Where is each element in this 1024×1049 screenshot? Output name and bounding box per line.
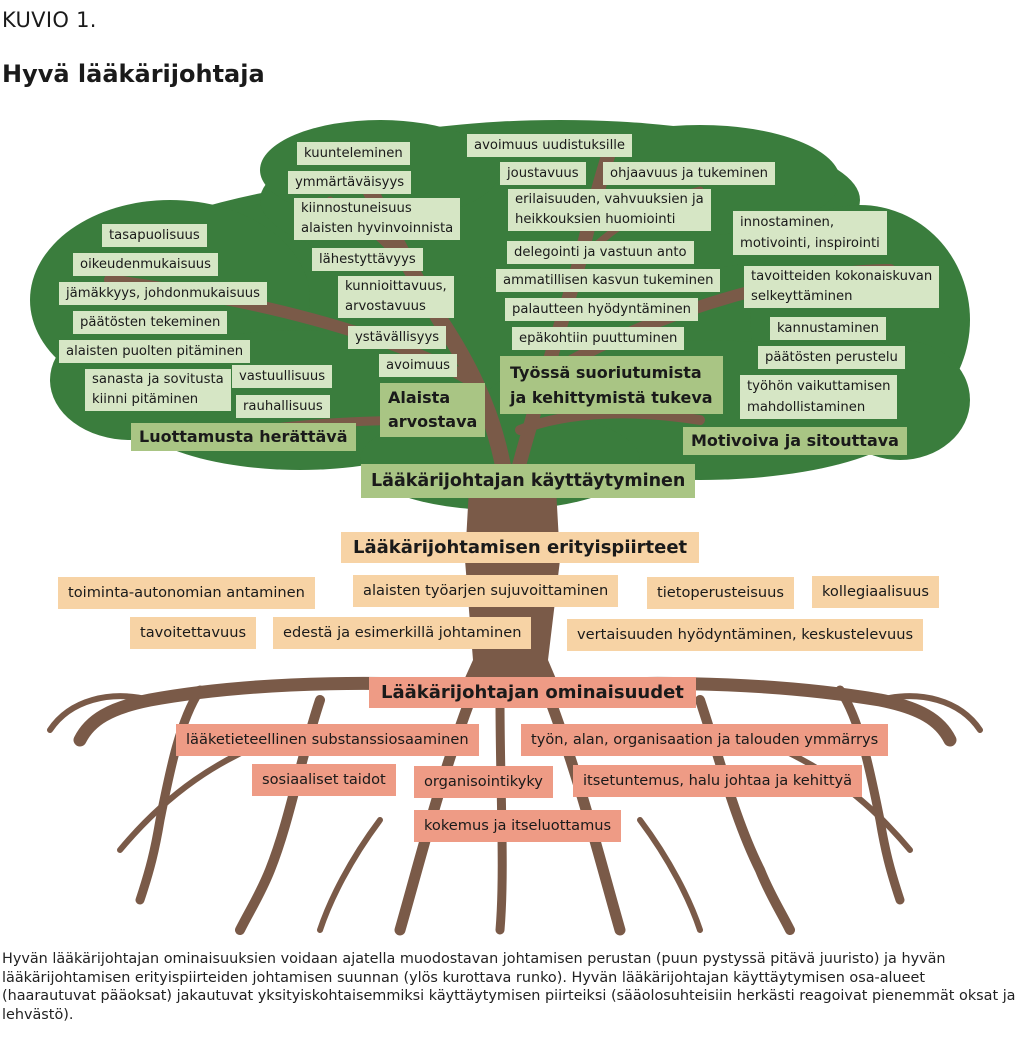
leaf-kunnioittavuus: kunnioittavuus, arvostavuus [338, 276, 454, 318]
leaf-erilaisuuden: erilaisuuden, vahvuuksien ja heikkouksie… [508, 189, 711, 231]
leaf-kiinnostuneisuus: kiinnostuneisuus alaisten hyvinvoinnista [294, 198, 461, 240]
leaf-erilaisuuden-line1: erilaisuuden, vahvuuksien ja [515, 192, 704, 207]
trait-toiminta: toiminta-autonomian antaminen [58, 577, 315, 609]
leaf-kuunteleminen: kuunteleminen [297, 142, 410, 165]
leaf-rauhallisuus: rauhallisuus [236, 395, 330, 418]
leaf-tasapuolisuus: tasapuolisuus [102, 224, 207, 247]
trait-tavoitettavuus: tavoitettavuus [130, 617, 257, 649]
leaf-sanasta-line1: sanasta ja sovitusta [92, 372, 224, 387]
leaf-delegointi: delegointi ja vastuun anto [507, 241, 694, 264]
root-organisointikyky: organisointikyky [414, 766, 553, 798]
leaf-kiinnostuneisuus-line2: alaisten hyvinvoinnista [301, 221, 454, 236]
leaf-alaisten-puolten: alaisten puolten pitäminen [59, 340, 251, 363]
leaf-kannustaminen: kannustaminen [770, 317, 887, 340]
leaf-innostaminen-line1: innostaminen, [740, 215, 835, 230]
figure-caption: Hyvän lääkärijohtajan ominaisuuksien voi… [2, 951, 1016, 1023]
leaf-oikeudenmukaisuus: oikeudenmukaisuus [73, 253, 219, 276]
leaf-avoimuus: avoimuus [379, 354, 458, 377]
leaf-paatosten-tekeminen: päätösten tekeminen [73, 311, 228, 334]
leaf-ammatillisen: ammatillisen kasvun tukeminen [496, 269, 721, 292]
category-tyossa: Työssä suoriutumista ja kehittymistä tuk… [500, 356, 723, 414]
category-alaista-line2: arvostava [388, 412, 478, 431]
leaf-tavoitteiden: tavoitteiden kokonaiskuvan selkeyttämine… [744, 266, 940, 308]
leaf-innostaminen: innostaminen, motivointi, inspirointi [733, 211, 887, 255]
leaf-ohjaavuus: ohjaavuus ja tukeminen [603, 162, 775, 185]
trait-vertaisuuden: vertaisuuden hyödyntäminen, keskustelevu… [567, 619, 924, 651]
leaf-tavoitteiden-line2: selkeyttäminen [751, 289, 853, 304]
leaf-innostaminen-line2: motivointi, inspirointi [740, 236, 880, 251]
category-tyossa-line2: ja kehittymistä tukeva [510, 388, 713, 407]
leaf-epakohtiin: epäkohtiin puuttuminen [512, 327, 685, 350]
trait-sujuvoittaminen: alaisten työarjen sujuvoittaminen [353, 575, 619, 607]
root-itsetuntemus: itsetuntemus, halu johtaa ja kehittyä [573, 765, 863, 797]
roots-heading: Lääkärijohtajan ominaisuudet [369, 677, 696, 708]
leaf-lahestyttavyys: lähestyttävyys [312, 248, 423, 271]
leaf-sanasta: sanasta ja sovitusta kiinni pitäminen [85, 369, 231, 411]
leaf-joustavuus: joustavuus [500, 162, 586, 185]
category-luottamusta: Luottamusta herättävä [131, 423, 356, 451]
figure-label: KUVIO 1. [2, 8, 97, 32]
leaf-ystavallisyys: ystävällisyys [348, 326, 447, 349]
leaf-jamakkyys: jämäkkyys, johdonmukaisuus [59, 282, 268, 305]
category-tyossa-line1: Työssä suoriutumista [510, 363, 702, 382]
trait-kollegiaalisuus: kollegiaalisuus [812, 576, 939, 608]
leaf-paatosten-perustelu: päätösten perustelu [758, 346, 905, 369]
leaf-kunnioittavuus-line2: arvostavuus [345, 299, 426, 314]
root-laaketieteellinen: lääketieteellinen substanssiosaaminen [176, 724, 479, 756]
leaf-ymmartavaisyys: ymmärtäväisyys [288, 171, 412, 194]
leaf-tyohon-line1: työhön vaikuttamisen [747, 379, 891, 394]
leaf-tyohon-line2: mahdollistaminen [747, 400, 866, 415]
category-motivoiva: Motivoiva ja sitouttava [683, 427, 907, 455]
tree-roots [47, 676, 983, 936]
leaf-kiinnostuneisuus-line1: kiinnostuneisuus [301, 201, 412, 216]
category-alaista-line1: Alaista [388, 388, 451, 407]
leaf-erilaisuuden-line2: heikkouksien huomiointi [515, 212, 676, 227]
root-tyon-alan: työn, alan, organisaation ja talouden ym… [521, 724, 889, 756]
leaf-tavoitteiden-line1: tavoitteiden kokonaiskuvan [751, 269, 933, 284]
traits-heading: Lääkärijohtamisen erityispiirteet [341, 532, 700, 563]
figure-title: Hyvä lääkärijohtaja [2, 60, 265, 88]
root-kokemus: kokemus ja itseluottamus [414, 810, 622, 842]
trait-edesta: edestä ja esimerkillä johtaminen [273, 617, 532, 649]
category-kayttaytyminen: Lääkärijohtajan käyttäytyminen [361, 464, 696, 498]
leaf-tyohon: työhön vaikuttamisen mahdollistaminen [740, 375, 898, 419]
trait-tietoperusteisuus: tietoperusteisuus [647, 577, 794, 609]
leaf-sanasta-line2: kiinni pitäminen [92, 392, 199, 407]
root-sosiaaliset: sosiaaliset taidot [252, 764, 396, 796]
category-alaista-arvostava: Alaista arvostava [380, 383, 486, 437]
leaf-kunnioittavuus-line1: kunnioittavuus, [345, 279, 447, 294]
leaf-vastuullisuus: vastuullisuus [232, 365, 333, 388]
leaf-avoimuus-uudistuksille: avoimuus uudistuksille [467, 134, 633, 157]
leaf-palautteen: palautteen hyödyntäminen [505, 298, 699, 321]
